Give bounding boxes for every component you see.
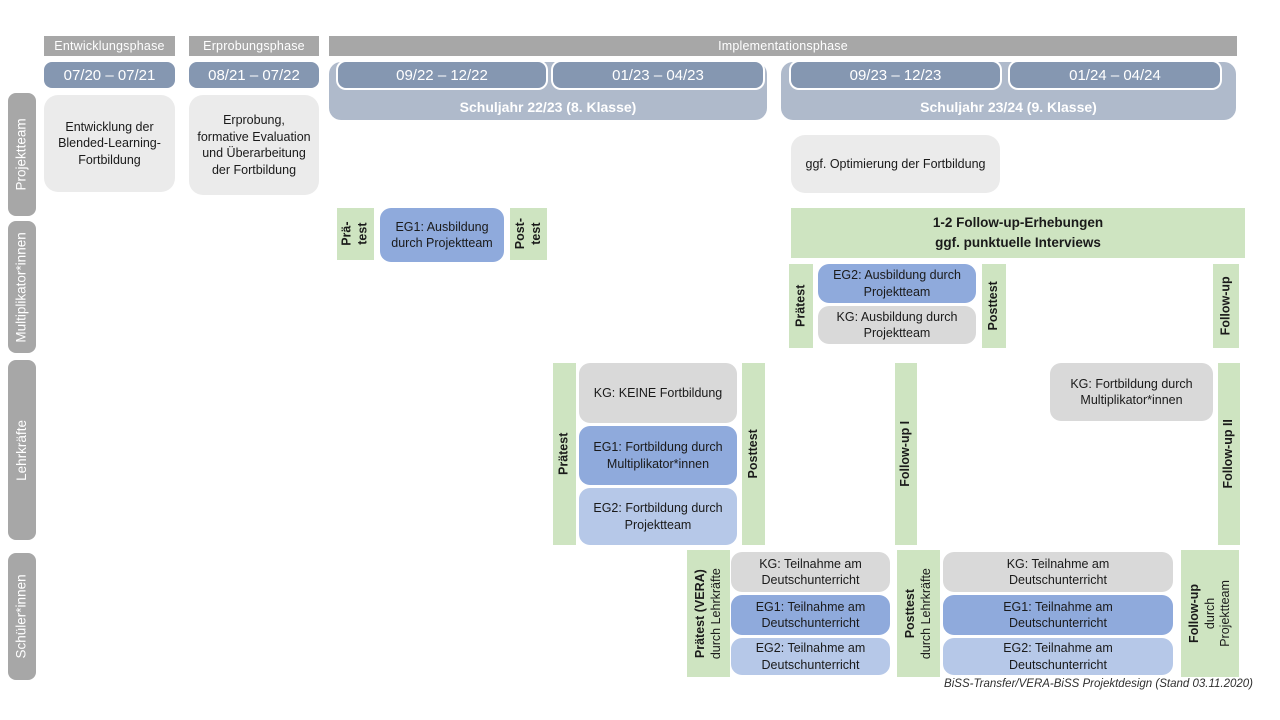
bar-followup2-lehrkraefte: Follow-up II — [1218, 363, 1240, 545]
box-kg-fortbildung-multiplikatoren: KG: Fortbildung durch Multiplikator*inne… — [1050, 363, 1213, 421]
bar-posttest-schueler: Posttest durch Lehrkräfte — [897, 550, 940, 677]
box-followup-erhebungen: 1-2 Follow-up-Erhebungen ggf. punktuelle… — [791, 208, 1245, 258]
posttest-schueler-label: Posttest — [902, 588, 917, 639]
bar-followup1-lehrkraefte: Follow-up I — [895, 363, 917, 545]
bar-posttest-lehrkraefte: Posttest — [742, 363, 765, 545]
posttest-lehrkraefte-label: Posttest — [745, 429, 760, 479]
slide-caption: BiSS-Transfer/VERA-BiSS Projektdesign (S… — [944, 678, 1253, 690]
box-eg2-ausbildung-projektteam: EG2: Ausbildung durch Projektteam — [818, 264, 976, 303]
posttest-line2: test — [528, 222, 543, 246]
box-eg2-deutschunterricht-1: EG2: Teilnahme am Deutschunterricht — [731, 638, 890, 675]
box-eg1-deutschunterricht-2: EG1: Teilnahme am Deutschunterricht — [943, 595, 1173, 635]
box-optimierung-fortbildung: ggf. Optimierung der Fortbildung — [791, 135, 1000, 193]
box-kg-keine-fortbildung: KG: KEINE Fortbildung — [579, 363, 737, 423]
box-eg1-fortbildung-multiplikatoren: EG1: Fortbildung durch Multiplikator*inn… — [579, 426, 737, 485]
box-eg2-fortbildung-projektteam: EG2: Fortbildung durch Projektteam — [579, 488, 737, 545]
followup-schueler-label: Follow-up — [1186, 583, 1201, 644]
praetest-line1: Prä- — [339, 221, 354, 247]
posttest-line1: Post- — [512, 218, 527, 250]
date-bar-0923-1223: 09/23 – 12/23 — [791, 62, 1000, 88]
phase-header-implementationsphase: Implementationsphase — [329, 36, 1237, 56]
followup-erhebungen-line1: 1-2 Follow-up-Erhebungen — [932, 215, 1104, 231]
sidebar-label-schueler: Schüler*innen — [13, 574, 29, 659]
box-entwicklung-fortbildung: Entwicklung der Blended-Learning-Fortbil… — [44, 95, 175, 192]
praetest-vera-label: Prätest (VERA) — [692, 569, 707, 658]
praetest-lehrkraefte-label: Prätest — [556, 432, 571, 476]
bar-praetest-multiplikatoren-1: Prä- test — [337, 208, 374, 260]
followup-erhebungen-line2: ggf. punktuelle Interviews — [935, 235, 1101, 250]
sidebar-row-multiplikatoren: Multiplikator*innen — [8, 221, 36, 353]
date-bar-0123-0423: 01/23 – 04/23 — [553, 62, 763, 88]
bar-posttest-multiplikatoren-2: Posttest — [982, 264, 1006, 348]
sidebar-label-projektteam: Projektteam — [13, 118, 29, 191]
followup-multiplikatoren-label: Follow-up — [1218, 276, 1233, 336]
praetest-line2: test — [355, 222, 370, 246]
box-eg2-deutschunterricht-2: EG2: Teilnahme am Deutschunterricht — [943, 638, 1173, 675]
praetest2-label: Prätest — [793, 284, 808, 328]
followup1-label: Follow-up I — [898, 421, 913, 487]
followup-schueler-sub1: durch — [1202, 597, 1217, 630]
praetest-vera-sublabel: durch Lehrkräfte — [708, 567, 723, 660]
bar-praetest-vera-schueler: Prätest (VERA) durch Lehrkräfte — [687, 550, 730, 677]
sidebar-row-lehrkraefte: Lehrkräfte — [8, 360, 36, 540]
followup-schueler-sub2: Projektteam — [1217, 580, 1232, 647]
date-bar-0922-1222: 09/22 – 12/22 — [338, 62, 546, 88]
box-kg-deutschunterricht-2: KG: Teilnahme am Deutschunterricht — [943, 552, 1173, 592]
box-eg1-deutschunterricht-1: EG1: Teilnahme am Deutschunterricht — [731, 595, 890, 635]
bar-praetest-lehrkraefte: Prätest — [553, 363, 576, 545]
date-bar-0821-0722: 08/21 – 07/22 — [189, 62, 319, 88]
bar-followup-schueler: Follow-up durch Projektteam — [1181, 550, 1239, 677]
box-kg-ausbildung-projektteam: KG: Ausbildung durch Projektteam — [818, 306, 976, 344]
sidebar-label-lehrkraefte: Lehrkräfte — [13, 419, 29, 481]
date-bar-0124-0424: 01/24 – 04/24 — [1010, 62, 1220, 88]
box-eg1-ausbildung-projektteam: EG1: Ausbildung durch Projektteam — [380, 208, 504, 262]
box-kg-deutschunterricht-1: KG: Teilnahme am Deutschunterricht — [731, 552, 890, 592]
schoolyear-label-22-23: Schuljahr 22/23 (8. Klasse) — [459, 99, 637, 115]
phase-header-erprobungsphase: Erprobungsphase — [189, 36, 319, 56]
posttest2-label: Posttest — [986, 281, 1001, 331]
phase-header-entwicklungsphase: Entwicklungsphase — [44, 36, 175, 56]
box-erprobung-evaluation: Erprobung, formative Evaluation und Über… — [189, 95, 319, 195]
bar-posttest-multiplikatoren-1: Post- test — [510, 208, 547, 260]
sidebar-label-multiplikatoren: Multiplikator*innen — [13, 231, 29, 343]
sidebar-row-projektteam: Projektteam — [8, 93, 36, 216]
bar-praetest-multiplikatoren-2: Prätest — [789, 264, 813, 348]
posttest-schueler-sublabel: durch Lehrkräfte — [918, 567, 933, 660]
date-bar-0720-0721: 07/20 – 07/21 — [44, 62, 175, 88]
bar-followup-multiplikatoren: Follow-up — [1213, 264, 1239, 348]
followup2-label: Follow-up II — [1221, 419, 1236, 489]
sidebar-row-schueler: Schüler*innen — [8, 553, 36, 680]
schoolyear-label-23-24: Schuljahr 23/24 (9. Klasse) — [920, 99, 1097, 115]
